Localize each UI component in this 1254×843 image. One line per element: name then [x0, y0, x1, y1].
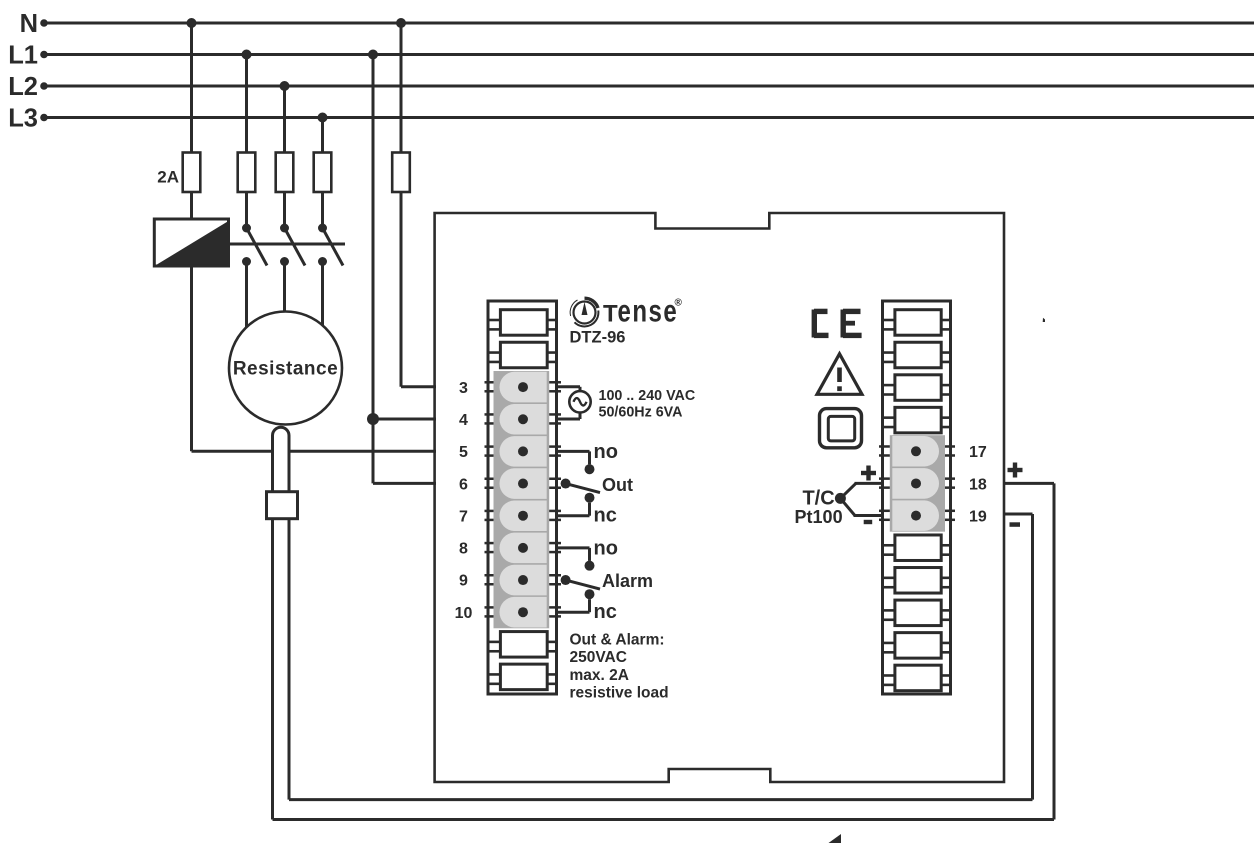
svg-text:max. 2A: max. 2A: [570, 667, 629, 684]
svg-text:Out & Alarm:: Out & Alarm:: [570, 632, 665, 649]
svg-text:19: 19: [969, 509, 987, 526]
svg-text:50/60Hz 6VA: 50/60Hz 6VA: [599, 405, 683, 421]
svg-text:17: 17: [969, 444, 987, 461]
svg-text:T/C: T/C: [802, 488, 834, 510]
svg-text:L3: L3: [8, 104, 38, 132]
svg-text:ense: ense: [618, 293, 679, 328]
svg-text:6: 6: [459, 476, 468, 493]
svg-text:nc: nc: [594, 505, 617, 527]
svg-text:T: T: [603, 301, 618, 328]
svg-text:resistive load: resistive load: [570, 685, 669, 702]
svg-text:4: 4: [459, 412, 468, 429]
svg-text:no: no: [594, 441, 618, 463]
svg-text:L2: L2: [8, 73, 38, 101]
svg-text:Resistance: Resistance: [233, 359, 338, 380]
svg-text:100 .. 240 VAC: 100 .. 240 VAC: [599, 388, 696, 404]
svg-text:7: 7: [459, 508, 468, 525]
svg-text:L1: L1: [8, 41, 38, 69]
svg-text:18: 18: [969, 476, 987, 493]
svg-text:250VAC: 250VAC: [570, 649, 627, 666]
svg-text:10: 10: [455, 605, 473, 622]
svg-text:N: N: [20, 10, 38, 38]
svg-text:Pt100: Pt100: [795, 507, 843, 527]
svg-text:nc: nc: [594, 601, 617, 623]
svg-text:Out: Out: [602, 475, 633, 495]
svg-text:2A: 2A: [157, 168, 179, 187]
svg-text:no: no: [594, 537, 618, 559]
svg-text:®: ®: [675, 298, 683, 309]
svg-text:5: 5: [459, 444, 468, 461]
svg-text:9: 9: [459, 573, 468, 590]
svg-text:DTZ-96: DTZ-96: [570, 329, 626, 347]
svg-text:8: 8: [459, 541, 468, 558]
svg-text:Alarm: Alarm: [602, 571, 653, 591]
svg-text:3: 3: [459, 380, 468, 397]
